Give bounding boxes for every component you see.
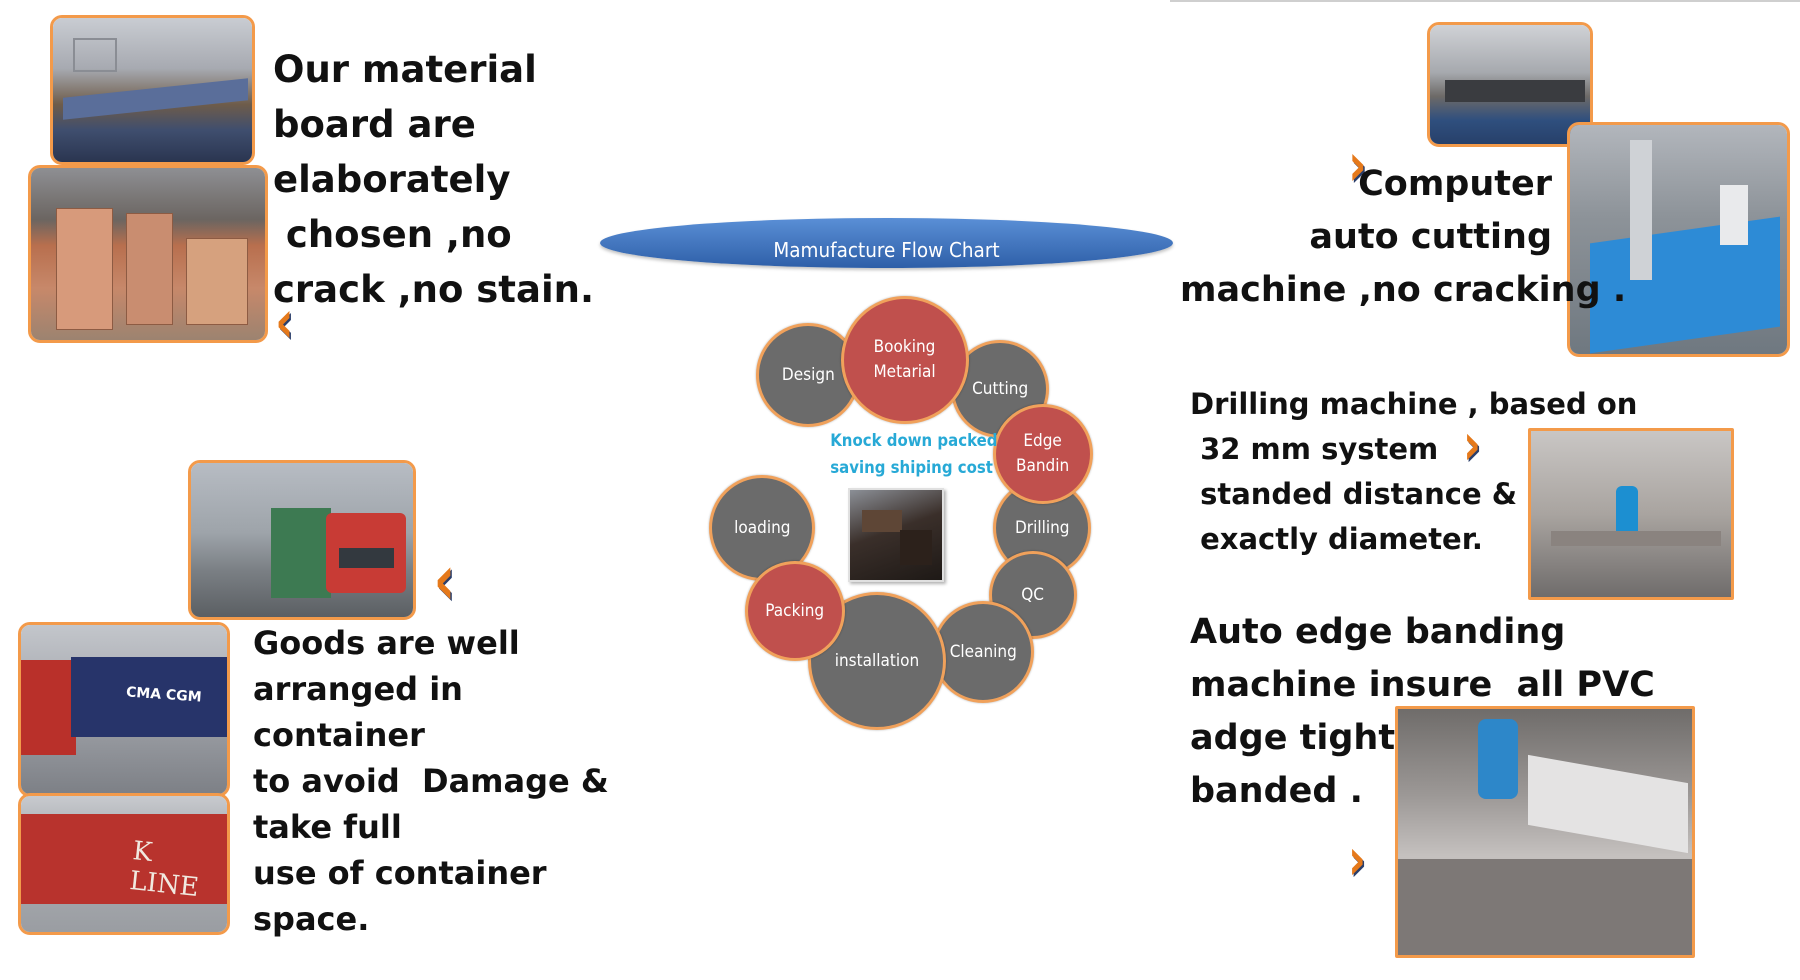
- container-caption-line: space.: [253, 900, 370, 938]
- flow-step-label: Booking Metarial: [873, 337, 937, 382]
- cutting-caption-line: Computer: [1358, 164, 1552, 204]
- container-caption-line: take full: [253, 808, 402, 846]
- container-cma-photo: CMA CGM: [18, 622, 230, 797]
- edge-banding-machine-photo: [1395, 706, 1695, 958]
- drilling-caption: Drilling machine , based on 32 mm system…: [1190, 382, 1637, 562]
- edge-caption: Auto edge banding machine insure all PVC…: [1190, 606, 1655, 818]
- flow-step-node: loading: [709, 475, 815, 581]
- container-caption-line: arranged in: [253, 670, 463, 708]
- flow-step-label: Drilling: [1014, 517, 1070, 538]
- cutting-caption: Computer auto cutting machine ,no cracki…: [1180, 158, 1627, 317]
- material-caption-line: crack ,no stain.: [273, 268, 595, 311]
- chevron-right-icon: ›: [1347, 825, 1366, 893]
- top-divider-line: [1170, 0, 1800, 2]
- flow-step-label: Edge Bandin: [1016, 431, 1070, 476]
- flow-step-label: Packing: [765, 600, 825, 621]
- container-kline-photo: K LINE: [18, 793, 230, 935]
- container-caption-line: to avoid Damage &: [253, 762, 609, 800]
- flow-step-label: installation: [834, 650, 920, 671]
- flow-step-label: QC: [1021, 584, 1045, 605]
- cutting-machine-photo-large: [1567, 122, 1790, 357]
- flow-step-label: Cutting: [971, 378, 1029, 399]
- edge-caption-line: Auto edge banding: [1190, 612, 1566, 652]
- drilling-caption-line: Drilling machine , based on: [1190, 387, 1638, 421]
- flow-step-node: Edge Bandin: [993, 404, 1093, 504]
- truck-photo: [188, 460, 416, 620]
- flow-step-node: Packing: [745, 561, 845, 661]
- cutting-caption-line: auto cutting: [1309, 217, 1552, 257]
- flow-chart-center-text: Knock down packed saving shiping cost: [830, 431, 998, 479]
- flow-step-node: Cleaning: [932, 601, 1034, 703]
- chevron-left-icon: ‹: [433, 539, 456, 621]
- stacked-boards-photo: [28, 165, 268, 343]
- material-caption-line: board are: [273, 103, 476, 146]
- container-brand-text: K LINE: [128, 836, 201, 904]
- drilling-caption-line: standed distance &: [1190, 477, 1518, 511]
- material-caption-line: elaborately: [273, 158, 511, 201]
- furniture-box-photo: [848, 488, 944, 582]
- drilling-caption-line: 32 mm system: [1190, 432, 1439, 466]
- material-caption-line: Our material: [273, 48, 537, 91]
- cutting-machine-photo-small: [1427, 22, 1593, 147]
- drilling-caption-line: exactly diameter.: [1190, 522, 1483, 556]
- chevron-right-icon: ›: [1462, 410, 1481, 478]
- chevron-left-icon: ‹: [275, 287, 294, 357]
- edge-caption-line: banded .: [1190, 771, 1363, 811]
- cutting-caption-line: machine ,no cracking .: [1180, 270, 1627, 310]
- drilling-machine-photo: [1528, 428, 1734, 600]
- chevron-right-icon: ›: [1348, 130, 1367, 200]
- edge-caption-line: machine insure all PVC: [1190, 665, 1655, 705]
- container-caption-line: container: [253, 716, 425, 754]
- container-caption-line: Goods are well: [253, 624, 520, 662]
- flow-chart-title: Mamufacture Flow Chart: [773, 238, 1000, 262]
- container-caption-line: use of container: [253, 854, 547, 892]
- material-caption-line: chosen ,no: [273, 213, 512, 256]
- flow-step-label: Design: [781, 364, 835, 385]
- flow-step-label: Cleaning: [949, 641, 1017, 662]
- flow-step-node: Booking Metarial: [841, 296, 969, 424]
- material-caption: Our material board are elaborately chose…: [273, 42, 594, 317]
- flow-step-label: loading: [733, 517, 791, 538]
- cnc-machine-photo: [50, 15, 255, 165]
- container-caption: Goods are well arranged in container to …: [253, 620, 609, 942]
- flow-chart-banner: [600, 218, 1173, 268]
